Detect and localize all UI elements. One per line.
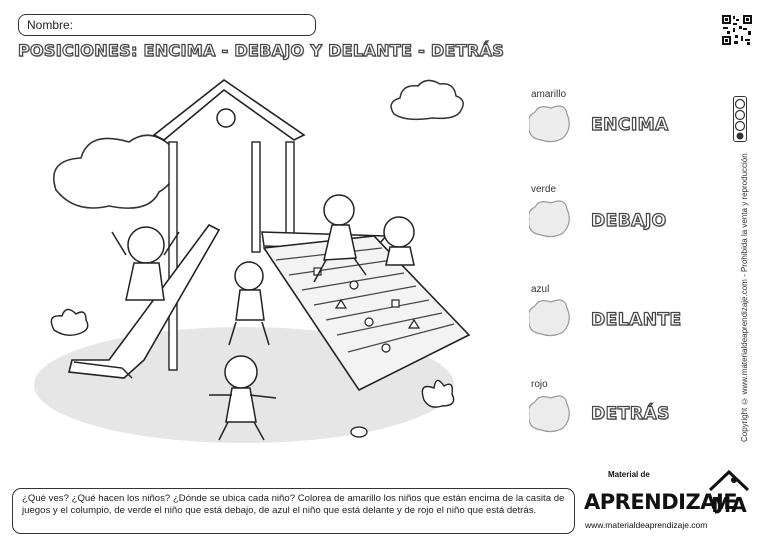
plant-left — [50, 308, 89, 337]
house-roof — [152, 79, 306, 141]
brand-url[interactable]: www.materialdeaprendizaje.com — [585, 520, 708, 530]
cloud-left — [53, 134, 177, 209]
color-label-yellow: amarillo — [531, 89, 567, 100]
color-swatch-blue[interactable] — [529, 298, 573, 338]
color-swatch-green[interactable] — [529, 199, 573, 239]
color-label-blue: azul — [531, 284, 550, 295]
creative-commons-icon — [733, 96, 747, 142]
position-word-delante: DELANTE — [590, 309, 682, 330]
name-field[interactable]: Nombre: — [18, 14, 316, 36]
brand-logo-icon: MA — [708, 469, 750, 517]
slide — [68, 223, 221, 379]
plant-right — [421, 379, 455, 408]
color-label-red: rojo — [531, 379, 548, 390]
copyright-text: Copyright © www.materialdeaprendizaje.co… — [740, 153, 749, 442]
position-word-detras: DETRÁS — [590, 403, 670, 424]
color-swatch-red[interactable] — [529, 394, 573, 434]
playground-illustration — [34, 79, 471, 443]
color-swatch-yellow[interactable] — [529, 104, 573, 144]
worksheet-title: POSICIONES: ENCIMA - DEBAJO Y DELANTE - … — [17, 40, 505, 60]
brand-logo-letters: MA — [711, 493, 747, 517]
kid-in-front — [209, 355, 277, 441]
brand-small-text: Material de — [608, 470, 650, 479]
brand-name: APRENDIZAJE — [584, 490, 738, 514]
name-label: Nombre: — [27, 18, 74, 32]
kid-climbing — [313, 194, 367, 283]
instructions-box: ¿Qué ves? ¿Qué hacen los niños? ¿Dónde s… — [12, 488, 575, 534]
position-word-debajo: DEBAJO — [590, 210, 667, 231]
qr-code-icon — [721, 14, 753, 46]
position-word-encima: ENCIMA — [590, 114, 669, 135]
kid-behind-ramp — [383, 216, 415, 266]
cloud-right — [390, 79, 464, 121]
color-label-green: verde — [531, 184, 557, 195]
kid-under-house — [228, 261, 270, 346]
kid-on-slide — [111, 226, 180, 301]
